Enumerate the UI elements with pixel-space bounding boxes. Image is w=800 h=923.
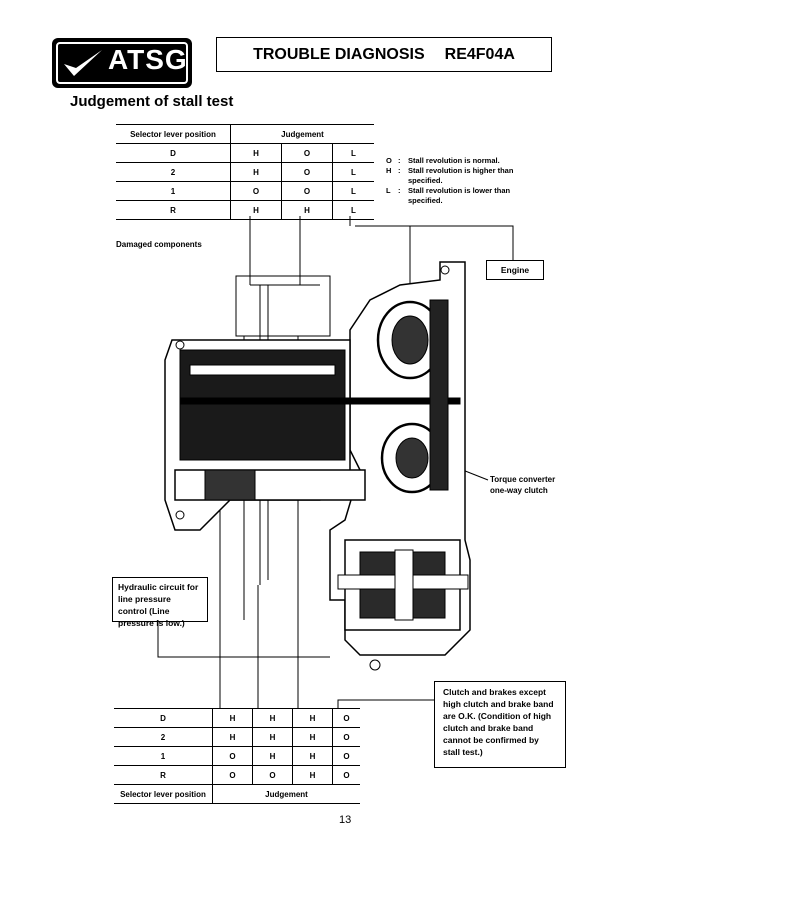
converter-cover [429, 299, 449, 491]
cell: 1 [114, 746, 213, 766]
cell: R [114, 765, 213, 785]
logo-text: ATSG [108, 44, 188, 75]
cell: H [292, 727, 333, 747]
clutch-connector [337, 699, 434, 708]
cell: O [252, 765, 293, 785]
table-footer: Selector lever position Judgement [114, 784, 360, 804]
cell: O [332, 746, 360, 766]
cell: H [252, 708, 293, 728]
table-row: 2 H H H O [114, 727, 360, 747]
table-row: R H H L [116, 200, 374, 220]
engine-box: Engine [486, 260, 544, 280]
bolt [440, 265, 450, 275]
legend-text: Stall revolution is higher than specifie… [408, 166, 514, 185]
damaged-components-label: Damaged components [116, 240, 202, 249]
legend-symbol: O [386, 156, 392, 165]
bolt [369, 659, 381, 671]
legend-item: L: Stall revolution is lower than specif… [386, 186, 518, 206]
main-shaft [179, 397, 461, 405]
torque-converter-label: Torque converter one-way clutch [490, 475, 556, 495]
title-text: TROUBLE DIAGNOSIS [253, 45, 425, 63]
cell: O [212, 765, 253, 785]
legend-item: H: Stall revolution is higher than speci… [386, 166, 518, 186]
atsg-logo: ATSG [52, 38, 192, 88]
engine-connector [355, 225, 514, 260]
cell: H [252, 746, 293, 766]
output-gear [204, 469, 256, 501]
legend-text: Stall revolution is lower than specified… [408, 186, 511, 205]
table-row: R O O H O [114, 765, 360, 785]
bolt [175, 510, 185, 520]
legend-symbol: L [386, 186, 391, 195]
clutch-brakes-box: Clutch and brakes except high clutch and… [434, 681, 566, 768]
table-row: 1 O H H O [114, 746, 360, 766]
cell: H [281, 200, 333, 220]
legend-symbol: H [386, 166, 392, 175]
footer-cell: Selector lever position [114, 784, 213, 804]
cell: H [292, 765, 333, 785]
model-text: RE4F04A [444, 45, 515, 63]
judgement-table: D H H H O 2 H H H O 1 O H H O R O O H O … [114, 708, 360, 804]
cell: D [114, 708, 213, 728]
differential-pinion [394, 549, 414, 621]
legend: O: Stall revolution is normal. H: Stall … [386, 156, 518, 206]
turbine-core [395, 437, 429, 479]
connector-frame [235, 275, 331, 337]
stall-table: Selector lever position Judgement D H O … [116, 124, 374, 220]
page-title: TROUBLE DIAGNOSIS RE4F04A [216, 37, 552, 72]
table-row: D H O L [116, 143, 374, 163]
cell: H [292, 746, 333, 766]
cell: H [230, 200, 282, 220]
checkmark-icon [64, 50, 102, 76]
cell: H [252, 727, 293, 747]
legend-item: O: Stall revolution is normal. [386, 156, 518, 166]
table-row: D H H H O [114, 708, 360, 728]
shaft-highlight [189, 364, 336, 376]
section-heading: Judgement of stall test [70, 93, 234, 110]
cell: L [332, 200, 374, 220]
cell: O [212, 746, 253, 766]
hydraulic-circuit-box: Hydraulic circuit for line pressure cont… [112, 577, 208, 628]
cell: H [212, 727, 253, 747]
cell: O [332, 765, 360, 785]
hydraulic-connector [157, 620, 330, 658]
output-shaft [174, 469, 366, 501]
cell: H [292, 708, 333, 728]
cell: 2 [114, 727, 213, 747]
bolt [175, 340, 185, 350]
legend-text: Stall revolution is normal. [408, 156, 500, 165]
converter-core [391, 315, 429, 365]
cell: R [116, 200, 231, 220]
cell: O [332, 708, 360, 728]
footer-cell: Judgement [212, 784, 360, 804]
page-number: 13 [339, 814, 352, 826]
cell: O [332, 727, 360, 747]
cell: H [212, 708, 253, 728]
